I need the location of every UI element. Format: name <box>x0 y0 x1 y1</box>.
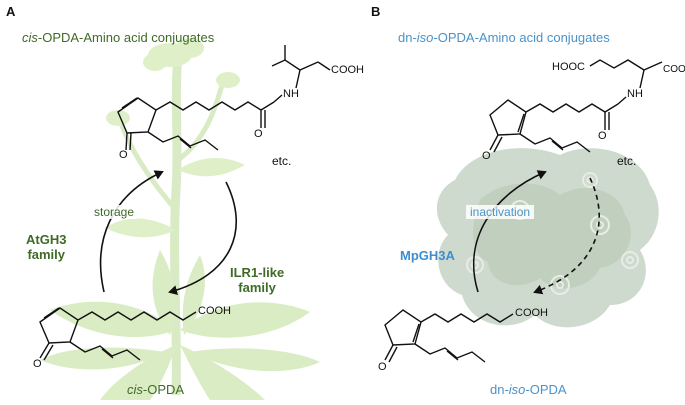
atom-label-o: O <box>598 130 607 142</box>
arabidopsis-plant-illustration <box>40 38 320 400</box>
atom-label-cooh: COOH <box>515 307 548 319</box>
atom-label-nh: NH <box>283 88 299 100</box>
structure-dn-iso-opda-conjugate <box>489 59 663 153</box>
panel-a-etc-label: etc. <box>272 154 292 168</box>
atom-label-o: O <box>33 358 42 370</box>
atom-label-o: O <box>482 150 491 162</box>
arrow-storage-forward <box>99 170 164 293</box>
mpgh3a-label: MpGH3A <box>400 248 455 263</box>
panel-b-etc-label: etc. <box>617 154 637 168</box>
atom-label-o: O <box>119 149 128 161</box>
atom-label-cooh: COOH <box>331 64 364 76</box>
atom-label-hooc: HOOC <box>552 61 585 73</box>
arrow-inactivation-forward <box>472 170 547 293</box>
dn-iso-opda-label: dn-iso-OPDA <box>490 382 567 397</box>
panel-b-letter: B <box>371 4 381 19</box>
atom-label-cooh: COOH <box>663 64 685 75</box>
liverwort-thallus-illustration <box>436 148 659 328</box>
cis-opda-label: cis-OPDA <box>127 382 185 397</box>
panel-b-title: dn-iso-OPDA-Amino acid conjugates <box>398 30 610 45</box>
atom-label-o: O <box>378 361 387 373</box>
arrow-hydrolysis-reverse <box>168 181 237 295</box>
panel-a-letter: A <box>6 4 16 19</box>
atom-label-nh: NH <box>627 88 643 100</box>
panel-a-title: cis-OPDA-Amino acid conjugates <box>22 30 215 45</box>
atom-label-cooh: COOH <box>198 305 231 317</box>
structure-cis-opda-conjugate <box>117 45 331 151</box>
inactivation-label: inactivation <box>466 205 535 219</box>
atom-label-o: O <box>254 128 263 140</box>
storage-label: storage <box>91 205 138 219</box>
structure-cis-opda <box>39 307 197 361</box>
structure-dn-iso-opda <box>384 309 514 363</box>
